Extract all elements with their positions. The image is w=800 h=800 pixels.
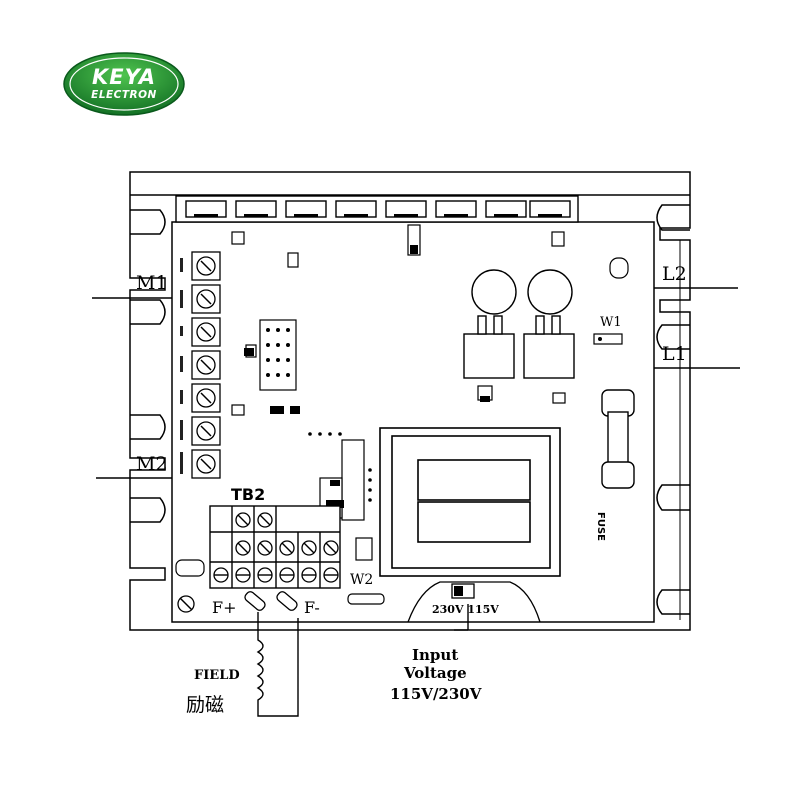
capacitors: [463, 269, 575, 379]
right-notch-2: [656, 324, 690, 350]
m2-label: M2: [136, 453, 168, 475]
pot-labels: [180, 258, 183, 474]
fuse-holder: [601, 389, 635, 489]
w1-label: W1: [600, 315, 622, 330]
w2-label: W2: [350, 572, 374, 588]
field-label-cn: 励磁: [186, 694, 225, 716]
voltage-switch-outline: [407, 581, 541, 623]
right-notch-1: [656, 204, 690, 231]
tb2-label: TB2: [231, 485, 266, 504]
top-connector-marks: [194, 214, 562, 217]
fuse-label: FUSE: [595, 512, 606, 541]
field-wire: [256, 612, 299, 717]
m1-label: M1: [136, 272, 168, 294]
right-notch-3: [656, 484, 690, 511]
w1-jumper: [593, 333, 623, 345]
right-notch-4: [656, 589, 690, 615]
input-voltage-line-2: Voltage: [404, 664, 467, 682]
l1-label: L1: [662, 343, 687, 365]
logo-brand: KEYA: [91, 65, 157, 89]
left-notch-4: [130, 497, 166, 523]
pot-slots: [200, 260, 212, 470]
f-plus-label: F+: [212, 598, 237, 617]
external-wires: [92, 287, 740, 717]
tb2-screw-slots: [214, 514, 338, 576]
field-terminals: [244, 591, 298, 611]
logo-ellipse: [63, 52, 185, 116]
header-pins: [266, 328, 372, 502]
left-notch-3: [130, 414, 166, 440]
housing-outline: [129, 171, 691, 631]
tb2-terminal-block: [209, 505, 341, 589]
left-notch-2: [130, 299, 166, 325]
input-voltage-line-3: 115V/230V: [390, 685, 482, 703]
keya-logo: KEYA ELECTRON: [62, 51, 186, 117]
bridge-rectifier: [379, 427, 561, 577]
left-notch-1: [130, 209, 166, 235]
logo-sub: ELECTRON: [91, 89, 157, 101]
small-components: [175, 224, 629, 605]
field-label-en: FIELD: [194, 668, 240, 683]
top-connector-row: [175, 195, 579, 223]
input-voltage-line-1: Input: [412, 646, 459, 664]
f-minus-label: F-: [304, 598, 320, 617]
voltage-switch-label: 230V 115V: [432, 603, 499, 616]
l2-label: L2: [662, 263, 687, 285]
